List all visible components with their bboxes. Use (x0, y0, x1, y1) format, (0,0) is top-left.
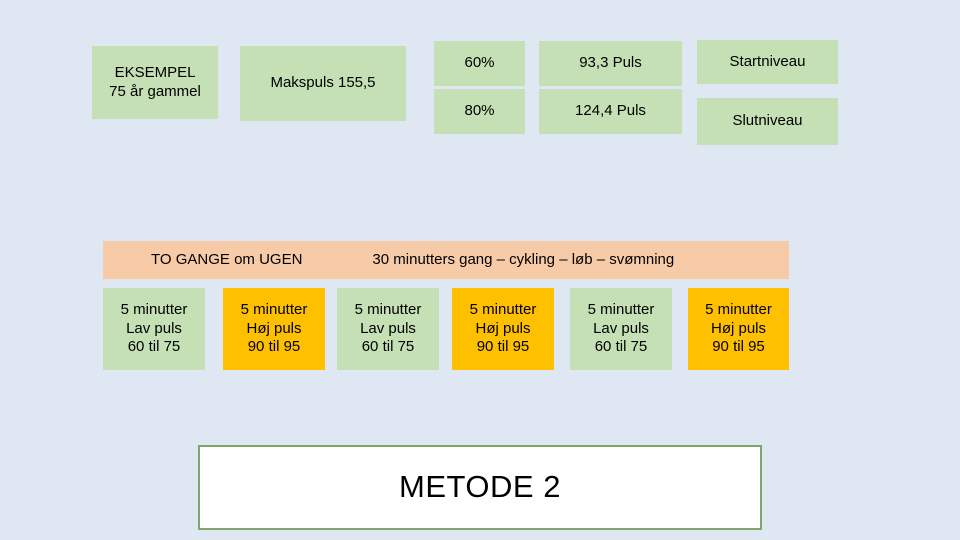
interval-intensity: Lav puls (593, 319, 649, 337)
percent-start-value: 60% (464, 54, 495, 72)
method-title: METODE 2 (399, 469, 561, 505)
max-pulse-box: Makspuls 155,5 (240, 46, 406, 121)
level-start-label: Startniveau (729, 52, 806, 70)
percent-start-box: 60% (434, 41, 525, 86)
level-start-box: Startniveau (697, 40, 838, 84)
percent-end-value: 80% (464, 102, 495, 120)
pulse-start-value: 93,3 Puls (579, 54, 642, 72)
interval-range: 60 til 75 (127, 338, 181, 356)
interval-box-1: 5 minutter Lav puls 60 til 75 (103, 288, 205, 370)
interval-duration: 5 minutter (354, 300, 422, 318)
interval-range: 90 til 95 (712, 338, 765, 356)
interval-box-3: 5 minutter Lav puls 60 til 75 (337, 288, 439, 370)
pulse-start-box: 93,3 Puls (539, 41, 682, 86)
example-age: 75 år gammel (109, 82, 201, 100)
interval-box-5: 5 minutter Lav puls 60 til 75 (570, 288, 672, 370)
interval-duration: 5 minutter (705, 300, 772, 318)
interval-intensity: Lav puls (126, 319, 182, 337)
interval-intensity: Høj puls (710, 319, 766, 337)
interval-range: 60 til 75 (361, 338, 415, 356)
interval-duration: 5 minutter (587, 300, 655, 318)
interval-range: 90 til 95 (476, 338, 530, 356)
interval-duration: 5 minutter (469, 300, 537, 318)
interval-intensity: Høj puls (246, 319, 302, 337)
max-pulse-label: Makspuls 155,5 (270, 74, 376, 92)
example-title: EKSEMPEL (114, 63, 196, 81)
interval-box-2: 5 minutter Høj puls 90 til 95 (223, 288, 325, 370)
interval-box-4: 5 minutter Høj puls 90 til 95 (452, 288, 554, 370)
percent-end-box: 80% (434, 89, 525, 134)
interval-intensity: Høj puls (475, 319, 531, 337)
interval-range: 60 til 75 (594, 338, 648, 356)
pulse-end-value: 124,4 Puls (575, 102, 646, 120)
weekly-activities-label: 30 minutters gang – cykling – løb – svøm… (372, 250, 675, 268)
pulse-end-box: 124,4 Puls (539, 89, 682, 134)
level-end-box: Slutniveau (697, 98, 838, 145)
level-end-label: Slutniveau (732, 112, 803, 130)
interval-range: 90 til 95 (247, 338, 301, 356)
method-title-box: METODE 2 (198, 445, 762, 530)
interval-duration: 5 minutter (240, 300, 308, 318)
weekly-frequency-label: TO GANGE om UGEN (151, 250, 303, 268)
interval-box-6: 5 minutter Høj puls 90 til 95 (688, 288, 789, 370)
weekly-frequency-band: TO GANGE om UGEN 30 minutters gang – cyk… (103, 241, 789, 279)
example-age-box: EKSEMPEL 75 år gammel (92, 46, 218, 119)
interval-duration: 5 minutter (120, 300, 188, 318)
interval-intensity: Lav puls (360, 319, 416, 337)
